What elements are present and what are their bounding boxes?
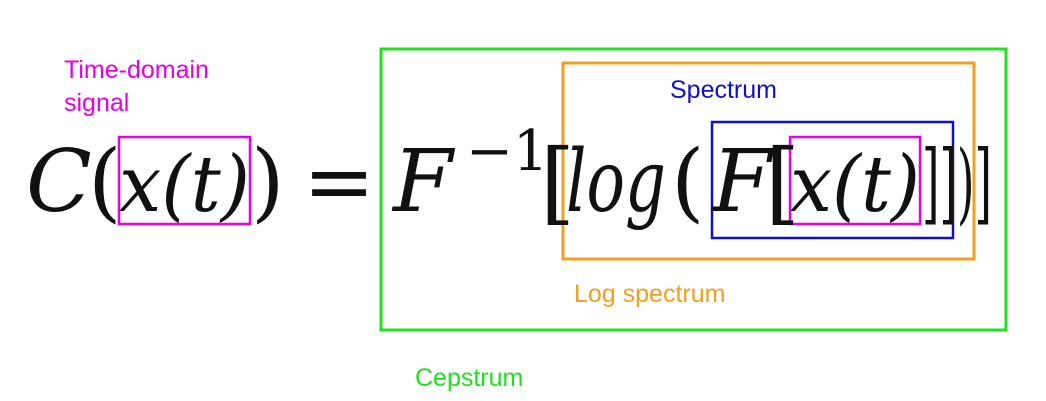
inverse-fourier-operator: F (391, 132, 456, 232)
log-open-paren: ( (671, 132, 705, 232)
equals-sign: = (303, 132, 375, 232)
spectrum-label: Spectrum (670, 76, 777, 104)
cepstrum-label: Cepstrum (415, 364, 523, 392)
time-domain-signal-label-line2: signal (64, 89, 129, 117)
signal-term-left: x(t) (119, 140, 250, 230)
closing-brackets: ]])] (922, 131, 992, 234)
log-spectrum-box (561, 61, 976, 261)
spectrum-box (710, 120, 955, 240)
log-operator: log (566, 132, 666, 232)
inverse-exponent: −1 (466, 119, 549, 184)
cepstrum-box (379, 47, 1008, 332)
time-domain-signal-box-right (788, 135, 922, 226)
time-domain-signal-label-line1: Time-domain (64, 56, 209, 84)
signal-term-right: x(t) (790, 140, 920, 230)
time-domain-signal-box-left (117, 135, 252, 226)
fourier-open-bracket: [ (765, 130, 800, 235)
open-paren: ( (88, 132, 122, 232)
fourier-operator: F (710, 132, 775, 232)
log-spectrum-label: Log spectrum (574, 280, 725, 308)
cepstrum-function-symbol: C (26, 132, 92, 232)
open-bracket: [ (540, 130, 575, 235)
close-paren: ) (251, 132, 285, 232)
